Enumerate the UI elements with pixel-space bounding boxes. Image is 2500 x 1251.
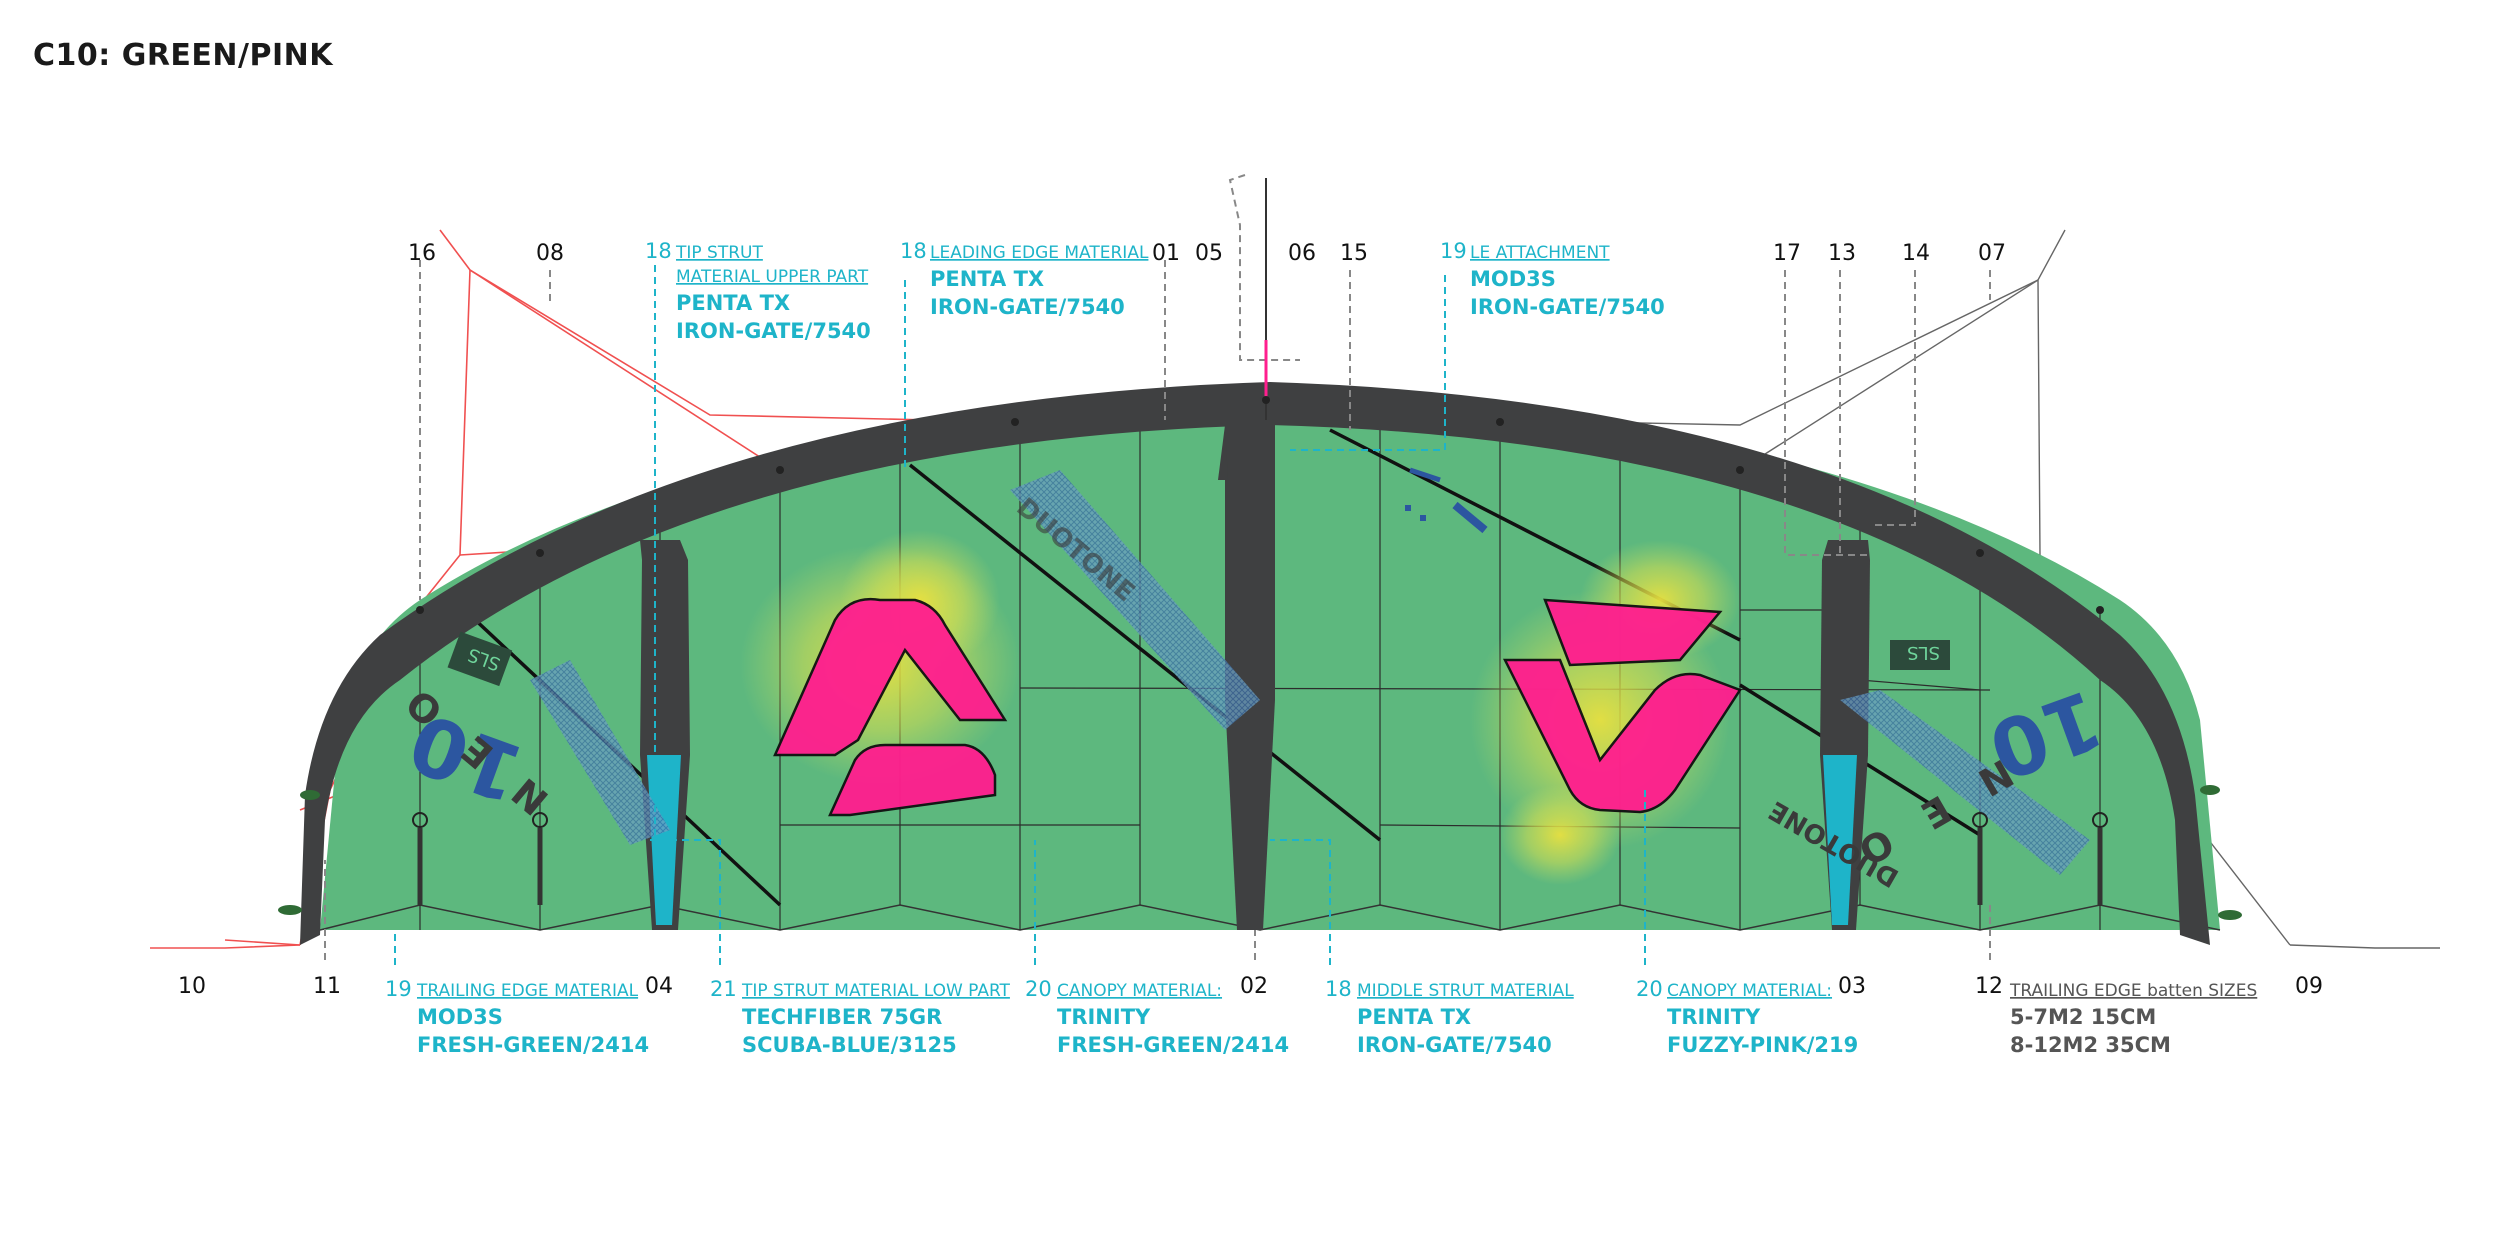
svg-text:18: 18 [900,239,927,263]
callout-middle-strut: 18 MIDDLE STRUT MATERIAL PENTA TX IRON-G… [1325,977,1574,1057]
callout-canopy-pink: 20 CANOPY MATERIAL: TRINITY FUZZY-PINK/2… [1636,977,1858,1057]
callout-leading-edge: 18 LEADING EDGE MATERIAL PENTA TX IRON-G… [900,239,1149,319]
svg-text:21: 21 [710,977,737,1001]
callout-trailing-edge: 19 TRAILING EDGE MATERIAL MOD3S FRESH-GR… [385,977,649,1057]
svg-text:IRON-GATE/7540: IRON-GATE/7540 [930,295,1125,319]
callout-batten-sizes: TRAILING EDGE batten SIZES 5-7M2 15CM 8-… [2009,981,2257,1057]
svg-text:FRESH-GREEN/2414: FRESH-GREEN/2414 [1057,1033,1289,1057]
svg-text:FUZZY-PINK/219: FUZZY-PINK/219 [1667,1033,1858,1057]
svg-text:TRAILING EDGE MATERIAL: TRAILING EDGE MATERIAL [416,981,639,1001]
point-05: 05 [1195,241,1223,266]
svg-text:TRINITY: TRINITY [1057,1005,1151,1029]
svg-text:19: 19 [1440,239,1467,263]
svg-text:MOD3S: MOD3S [1470,267,1556,291]
anchor-points [416,396,2104,614]
point-02: 02 [1240,974,1268,999]
point-15: 15 [1340,241,1368,266]
svg-text:FRESH-GREEN/2414: FRESH-GREEN/2414 [417,1033,649,1057]
point-11: 11 [313,974,341,999]
point-03: 03 [1838,974,1866,999]
svg-text:PENTA TX: PENTA TX [1357,1005,1471,1029]
svg-text:CANOPY MATERIAL:: CANOPY MATERIAL: [1667,981,1832,1001]
svg-text:19: 19 [385,977,412,1001]
svg-text:18: 18 [1325,977,1352,1001]
svg-text:IRON-GATE/7540: IRON-GATE/7540 [676,319,871,343]
point-08: 08 [536,241,564,266]
pink-panels [773,597,1742,817]
svg-text:IRON-GATE/7540: IRON-GATE/7540 [1357,1033,1552,1057]
page-title: C10: GREEN/PINK [33,38,333,73]
callout-tip-strut-low: 21 TIP STRUT MATERIAL LOW PART TECHFIBER… [710,977,1011,1057]
wingtip-pulleys [278,785,2242,920]
tip-strut-low-right [1823,755,1857,925]
callout-tip-strut-upper: 18 TIP STRUT MATERIAL UPPER PART PENTA T… [645,239,871,343]
svg-text:TRAILING EDGE batten SIZES: TRAILING EDGE batten SIZES [2009,981,2257,1001]
point-16: 16 [408,241,436,266]
svg-text:18: 18 [645,239,672,263]
point-01: 01 [1152,241,1180,266]
badge-right: SLS [1907,642,1940,663]
callout-le-attachment: 19 LE ATTACHMENT MOD3S IRON-GATE/7540 [1440,239,1665,319]
point-14: 14 [1902,241,1930,266]
point-07: 07 [1978,241,2006,266]
point-04: 04 [645,974,673,999]
svg-text:20: 20 [1025,977,1052,1001]
point-17: 17 [1773,241,1801,266]
point-leaders [324,174,1991,960]
batten-rings [412,812,2108,905]
svg-text:SCUBA-BLUE/3125: SCUBA-BLUE/3125 [742,1033,957,1057]
svg-text:TECHFIBER 75GR: TECHFIBER 75GR [742,1005,942,1029]
point-13: 13 [1828,241,1856,266]
svg-text:MIDDLE STRUT MATERIAL: MIDDLE STRUT MATERIAL [1357,981,1574,1001]
svg-text:5-7M2 15CM: 5-7M2 15CM [2010,1005,2156,1029]
svg-text:PENTA TX: PENTA TX [676,291,790,315]
svg-text:MATERIAL UPPER PART: MATERIAL UPPER PART [676,267,869,287]
svg-text:MOD3S: MOD3S [417,1005,503,1029]
svg-text:LEADING EDGE MATERIAL: LEADING EDGE MATERIAL [930,243,1149,263]
svg-text:CANOPY MATERIAL:: CANOPY MATERIAL: [1057,981,1222,1001]
point-12: 12 [1975,974,2003,999]
svg-text:IRON-GATE/7540: IRON-GATE/7540 [1470,295,1665,319]
svg-text:TIP STRUT MATERIAL LOW PART: TIP STRUT MATERIAL LOW PART [741,981,1011,1001]
svg-text:TRINITY: TRINITY [1667,1005,1761,1029]
svg-text:8-12M2 35CM: 8-12M2 35CM [2010,1033,2171,1057]
callout-leaders [394,265,1646,965]
svg-text:TIP STRUT: TIP STRUT [675,243,763,263]
point-10: 10 [178,974,206,999]
svg-text:LE ATTACHMENT: LE ATTACHMENT [1470,243,1610,263]
svg-text:PENTA TX: PENTA TX [930,267,1044,291]
callout-canopy-green: 20 CANOPY MATERIAL: TRINITY FRESH-GREEN/… [1025,977,1289,1057]
svg-text:20: 20 [1636,977,1663,1001]
point-09: 09 [2295,974,2323,999]
mesh-stripes [530,470,2090,875]
point-numbers: 16 08 01 05 06 15 17 13 14 07 10 11 04 0… [178,241,2323,999]
point-06: 06 [1288,241,1316,266]
